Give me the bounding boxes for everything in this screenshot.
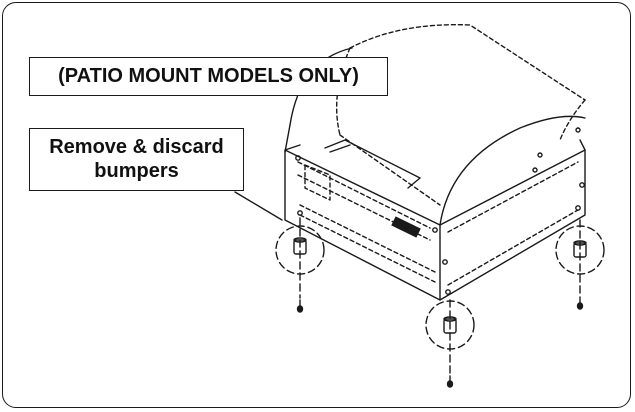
bumper-left — [275, 217, 325, 299]
instruction-line-2: bumpers — [94, 160, 179, 182]
callout-leader — [234, 191, 283, 221]
bumper-right-part — [573, 240, 587, 310]
bumper-left-part — [293, 237, 307, 313]
bumper-right — [555, 219, 605, 299]
bumper-instruction-box: Remove & discard bumpers — [29, 128, 244, 191]
patio-mount-title: (PATIO MOUNT MODELS ONLY) — [29, 57, 388, 96]
instruction-line-1: Remove & discard — [49, 136, 224, 158]
bumper-center-part — [443, 316, 457, 388]
grill-body — [284, 127, 586, 301]
bumper-center — [425, 299, 475, 376]
